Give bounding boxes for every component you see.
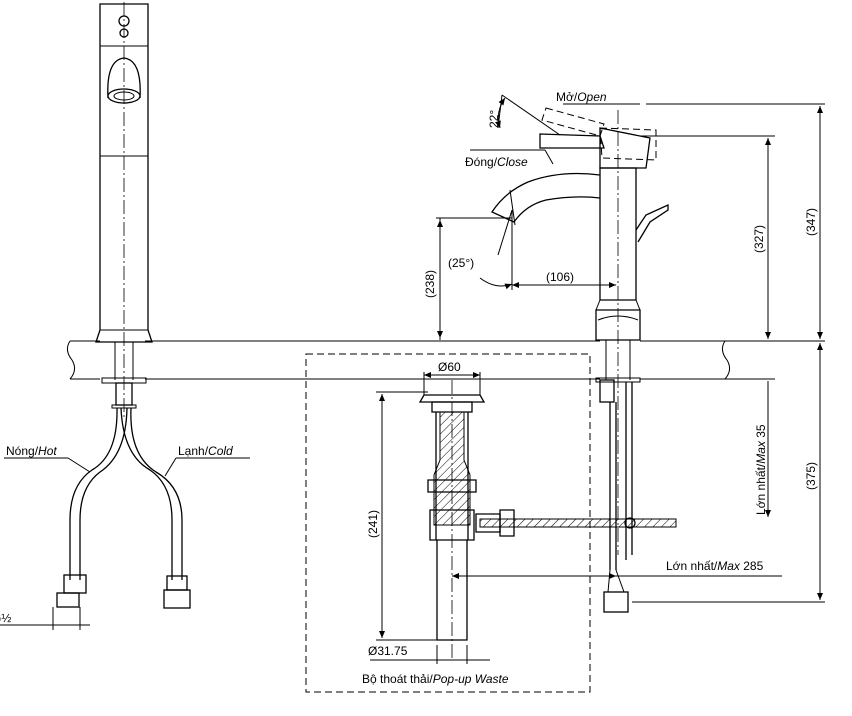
cold-label: Lạnh/Cold xyxy=(178,444,233,458)
open-label: Mở/Open xyxy=(556,90,607,104)
dim-375: (375) xyxy=(804,462,818,490)
angle-22-label: 22° xyxy=(487,110,501,128)
angle-25-label: (25°) xyxy=(448,256,474,270)
max-35-label: Lớn nhất/Max 35 xyxy=(754,424,768,515)
dia-60-label: Ø60 xyxy=(438,360,461,374)
close-label: Đóng/Close xyxy=(465,155,528,169)
max-285-label: Lớn nhất/Max 285 xyxy=(666,559,764,573)
dim-238: (238) xyxy=(423,270,437,298)
popup-waste-assembly xyxy=(305,353,591,693)
dia-3175-label: Ø31.75 xyxy=(368,644,408,658)
hot-label: Nóng/Hot xyxy=(6,444,57,458)
faucet-front-view xyxy=(0,2,250,630)
side-view-dimensions xyxy=(436,94,825,603)
faucet-side-view xyxy=(479,107,677,613)
dim-106: (106) xyxy=(546,270,574,284)
dim-327: (327) xyxy=(752,225,766,253)
waste-label: Bộ thoát thải/Pop-up Waste xyxy=(362,672,509,686)
thread-size-label: G½ xyxy=(0,611,11,625)
dim-347: (347) xyxy=(804,208,818,236)
waste-dimensions xyxy=(370,372,490,664)
dim-241: (241) xyxy=(366,510,380,538)
